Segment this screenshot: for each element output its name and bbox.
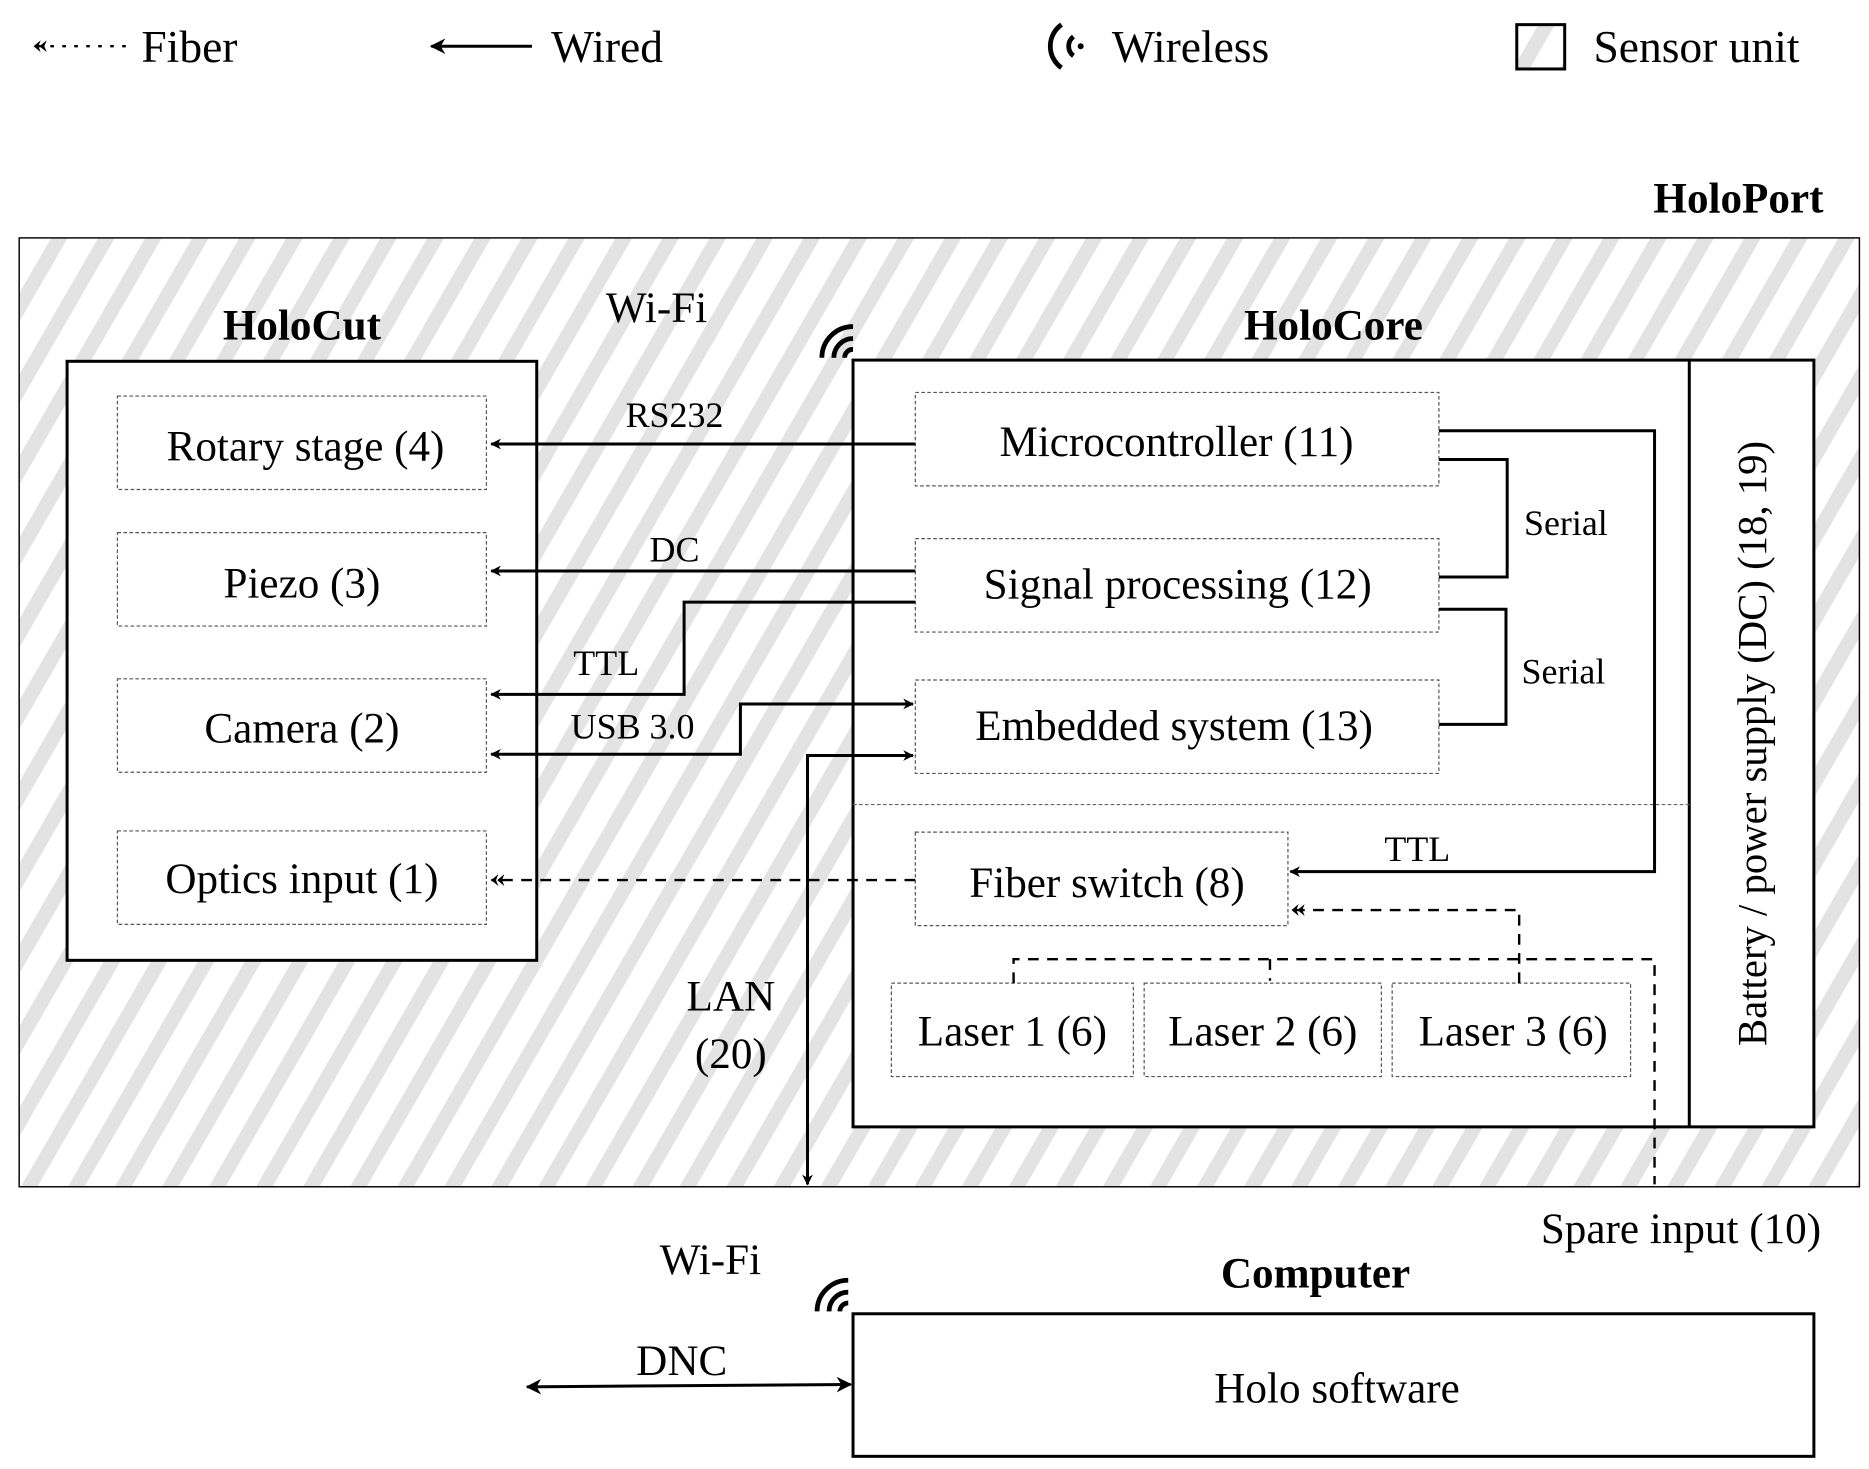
laser-2-label: Laser 2 (6) [1168, 1008, 1357, 1055]
svg-text:USB 3.0: USB 3.0 [571, 707, 695, 747]
holocut-component: Rotary stage (4) [116, 395, 488, 491]
svg-text:(20): (20) [695, 1031, 767, 1078]
serial-link-2: Serial [1438, 607, 1606, 726]
rs232-link: RS232 [490, 395, 916, 450]
legend-sensor-unit-label: Sensor unit [1593, 21, 1799, 72]
holocut-component: Camera (2) [116, 678, 488, 773]
holocore-wireless-icon [819, 324, 854, 359]
laser-component: Laser 1 (6) [890, 982, 1134, 1078]
computer-wifi-label: Wi-Fi [660, 1237, 761, 1284]
camera-label: Camera (2) [204, 705, 399, 752]
laser-fiber-bus [1012, 904, 1656, 1185]
holocut-component: Optics input (1) [116, 830, 488, 925]
lan-link: LAN (20) [687, 750, 915, 1186]
laser-component: Laser 2 (6) [1143, 982, 1382, 1078]
fiber-switch-label: Fiber switch (8) [969, 860, 1244, 907]
svg-text:DNC: DNC [636, 1338, 727, 1385]
holocore-title: HoloCore [1244, 303, 1423, 350]
optics-input-label: Optics input (1) [165, 856, 438, 903]
holocore-component: Fiber switch (8) [914, 831, 1289, 927]
svg-text:TTL: TTL [1384, 829, 1450, 869]
holocut-component: Piezo (3) [116, 532, 488, 627]
signal-processing-label: Signal processing (12) [984, 562, 1372, 609]
wireless-icon [1047, 22, 1084, 70]
legend-wired-label: Wired [551, 21, 663, 72]
svg-text:LAN: LAN [687, 974, 776, 1021]
piezo-label: Piezo (3) [223, 560, 380, 607]
computer-box [851, 1312, 1816, 1458]
holocut-title: HoloCut [223, 303, 382, 350]
laser-1-label: Laser 1 (6) [918, 1008, 1107, 1055]
computer-title: Computer [1221, 1250, 1410, 1297]
rotary-stage-label: Rotary stage (4) [167, 424, 445, 471]
svg-text:Serial: Serial [1522, 652, 1606, 692]
embedded-system-label: Embedded system (13) [975, 703, 1373, 750]
svg-text:RS232: RS232 [626, 395, 724, 435]
microcontroller-label: Microcontroller (11) [999, 419, 1353, 466]
serial-link-1: Serial [1438, 458, 1608, 579]
holoport-wifi-label: Wi-Fi [606, 285, 707, 332]
holoport-title: HoloPort [1653, 176, 1824, 223]
holocore-component: Microcontroller (11) [914, 391, 1440, 487]
legend-fiber-label: Fiber [141, 21, 237, 72]
legend-wireless-label: Wireless [1112, 21, 1269, 72]
svg-text:DC: DC [650, 529, 700, 569]
svg-text:Serial: Serial [1524, 503, 1608, 543]
dc-link: DC [490, 529, 916, 577]
laser-component: Laser 3 (6) [1391, 982, 1632, 1078]
sensor-unit-hatch-icon [1515, 23, 1567, 71]
dnc-link: DNC [525, 1338, 853, 1395]
holo-software-label: Holo software [1214, 1365, 1460, 1412]
spare-input-label: Spare input (10) [1541, 1206, 1821, 1253]
legend: Fiber Wired Wireless Sensor unit [33, 21, 1800, 72]
ttl-fiber-switch-link: TTL [1289, 429, 1657, 878]
usb-link: USB 3.0 [490, 698, 915, 760]
holocore-component: Embedded system (13) [914, 679, 1440, 775]
ttl-camera-link: TTL [490, 600, 916, 700]
power-supply-label: Battery / power supply (DC) (18, 19) [1730, 441, 1775, 1046]
computer-wireless-icon [814, 1277, 849, 1312]
holocore-component: Signal processing (12) [914, 538, 1440, 633]
svg-text:TTL: TTL [573, 643, 639, 683]
laser-3-label: Laser 3 (6) [1419, 1008, 1608, 1055]
